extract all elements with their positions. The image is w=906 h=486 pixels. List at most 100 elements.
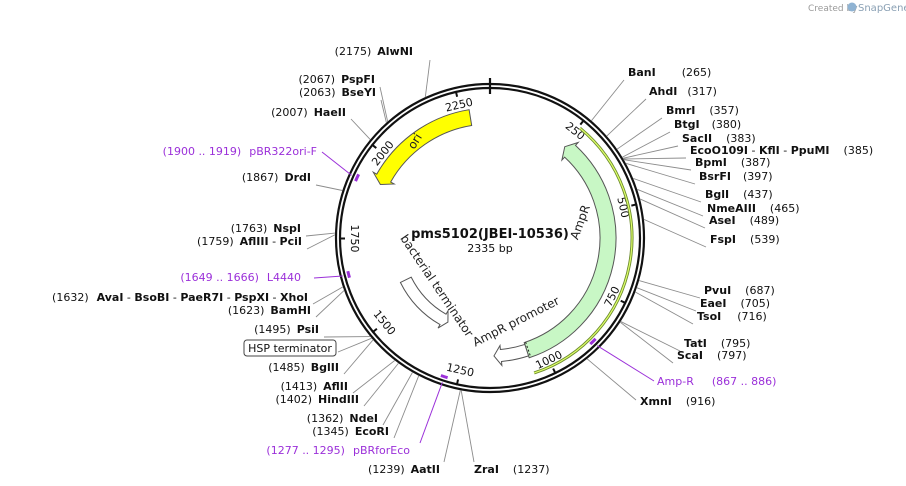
- site-label[interactable]: NmeAIII(465): [707, 202, 800, 215]
- feature-ampr-promoter[interactable]: [493, 343, 530, 368]
- site-label[interactable]: ScaI(797): [677, 349, 747, 362]
- site-label[interactable]: (1623)BamHI: [228, 304, 311, 317]
- leader-line: [305, 232, 336, 237]
- feature-label-ori: ori: [405, 131, 425, 152]
- site-label[interactable]: (1632)AvaI - BsoBI - PaeR7I - PspXI - Xh…: [52, 291, 308, 304]
- leader-line: [616, 117, 663, 150]
- leader-line: [352, 360, 396, 394]
- primer-bar[interactable]: [440, 374, 449, 380]
- primer-leader: [313, 275, 343, 279]
- site-label[interactable]: (1239)AatII: [368, 463, 440, 476]
- snapgene-logo-icon: [847, 2, 857, 12]
- leader-line: [636, 188, 704, 217]
- leader-line: [636, 287, 697, 312]
- tick-label: 1250: [445, 361, 475, 380]
- site-label[interactable]: (1867)DrdI: [242, 171, 311, 184]
- feature-label-ampr: AmpR: [567, 203, 592, 241]
- primer-label[interactable]: (1277 .. 1295)pBRforEco: [266, 444, 410, 457]
- leader-line: [424, 59, 431, 98]
- site-label[interactable]: XmnI(916): [640, 395, 715, 408]
- site-label[interactable]: (1759)AflIII - PciI: [197, 235, 302, 248]
- tick-mark: [620, 299, 627, 305]
- ampr-highlight-inner: [533, 127, 633, 374]
- tick-mark: [370, 143, 377, 149]
- site-label[interactable]: ZraI(1237): [474, 463, 550, 476]
- site-label[interactable]: PvuI(687): [704, 284, 775, 297]
- leader-line: [586, 358, 637, 401]
- site-label[interactable]: (1345)EcoRI: [312, 425, 389, 438]
- site-label[interactable]: (1495)PsiI: [254, 323, 319, 336]
- primer-label[interactable]: (1649 .. 1666)L4440: [180, 271, 301, 284]
- leader-line: [306, 234, 336, 250]
- primer-label[interactable]: Amp-R(867 .. 886): [657, 375, 776, 388]
- credit-brand: SnapGene: [858, 3, 906, 14]
- leader-line: [619, 321, 674, 364]
- site-label[interactable]: (2063)BseYI: [299, 86, 376, 99]
- right-labels: BanI(265) AhdI(317) BmrI(357) BtgI(380) …: [474, 66, 873, 476]
- site-label[interactable]: FspI(539): [710, 233, 780, 246]
- site-label[interactable]: BglI(437): [705, 188, 773, 201]
- leader-line: [350, 118, 371, 140]
- site-label[interactable]: EaeI(705): [700, 297, 770, 310]
- tick-mark: [552, 368, 557, 375]
- site-label[interactable]: EcoO109I - KflI - PpuMI(385): [690, 144, 873, 157]
- leader-line: [380, 99, 387, 123]
- leader-line: [638, 280, 701, 299]
- leader-line: [363, 362, 399, 407]
- feature-label-hsp-terminator[interactable]: HSP terminator: [248, 342, 332, 355]
- site-label[interactable]: TatI(795): [684, 337, 750, 350]
- site-label[interactable]: AhdI(317): [649, 85, 717, 98]
- leader-line: [591, 79, 625, 122]
- site-label[interactable]: (2007)HaeII: [271, 106, 346, 119]
- leader-line: [379, 86, 389, 122]
- site-label[interactable]: BsrFI(397): [699, 170, 773, 183]
- primer-label[interactable]: (1900 .. 1919)pBR322ori-F: [163, 145, 317, 158]
- leader-line: [315, 184, 343, 191]
- feature-bacterial-terminator[interactable]: [399, 276, 449, 329]
- primer-leader: [321, 151, 352, 176]
- leader-line: [623, 157, 687, 160]
- leader-line: [337, 337, 372, 353]
- tick-mark: [579, 119, 585, 126]
- site-label[interactable]: SacII(383): [682, 132, 756, 145]
- leader-line: [606, 98, 647, 137]
- site-label[interactable]: (1413)AflII: [281, 380, 348, 393]
- site-label[interactable]: BtgI(380): [674, 118, 741, 131]
- feature-ori[interactable]: [371, 109, 473, 185]
- ampr-start-dash: [525, 341, 532, 358]
- site-label[interactable]: (1362)NdeI: [307, 412, 378, 425]
- primer-bar[interactable]: [589, 337, 597, 346]
- site-label[interactable]: (1402)HindIII: [275, 393, 359, 406]
- site-label[interactable]: TsoI(716): [697, 310, 767, 323]
- site-label[interactable]: (1763)NspI: [231, 222, 301, 235]
- site-label[interactable]: BmrI(357): [666, 104, 739, 117]
- leader-line: [382, 372, 413, 426]
- site-label[interactable]: (2067)PspFI: [299, 73, 375, 86]
- primer-bar[interactable]: [346, 270, 351, 279]
- site-label[interactable]: BanI(265): [628, 66, 711, 79]
- hsp-terminator-box[interactable]: [243, 339, 337, 357]
- tick-mark: [631, 203, 638, 207]
- site-label[interactable]: AseI(489): [709, 214, 779, 227]
- feature-ampr[interactable]: [523, 141, 617, 359]
- leader-line: [635, 291, 694, 325]
- leader-line: [643, 218, 707, 248]
- leader-line: [625, 162, 696, 185]
- leader-line: [312, 286, 344, 305]
- left-labels: (2175)AlwNI (2067)PspFI (2063)BseYI (200…: [52, 45, 440, 476]
- leader-line: [622, 131, 671, 158]
- leader-line: [623, 159, 692, 171]
- credit: Created by SnapGene: [808, 2, 906, 14]
- site-label[interactable]: (1485)BglII: [268, 361, 339, 374]
- leader-line: [460, 390, 475, 463]
- site-label[interactable]: BpmI(387): [695, 156, 770, 169]
- tick-mark: [454, 90, 459, 98]
- leader-line: [632, 177, 702, 203]
- plasmid-name: pms5102(JBEI-10536): [411, 227, 569, 242]
- leader-line: [315, 290, 345, 318]
- credit-prefix: Created by: [808, 4, 858, 14]
- site-label[interactable]: (2175)AlwNI: [335, 45, 413, 58]
- primer-bar[interactable]: [354, 173, 360, 182]
- leader-line: [343, 339, 374, 375]
